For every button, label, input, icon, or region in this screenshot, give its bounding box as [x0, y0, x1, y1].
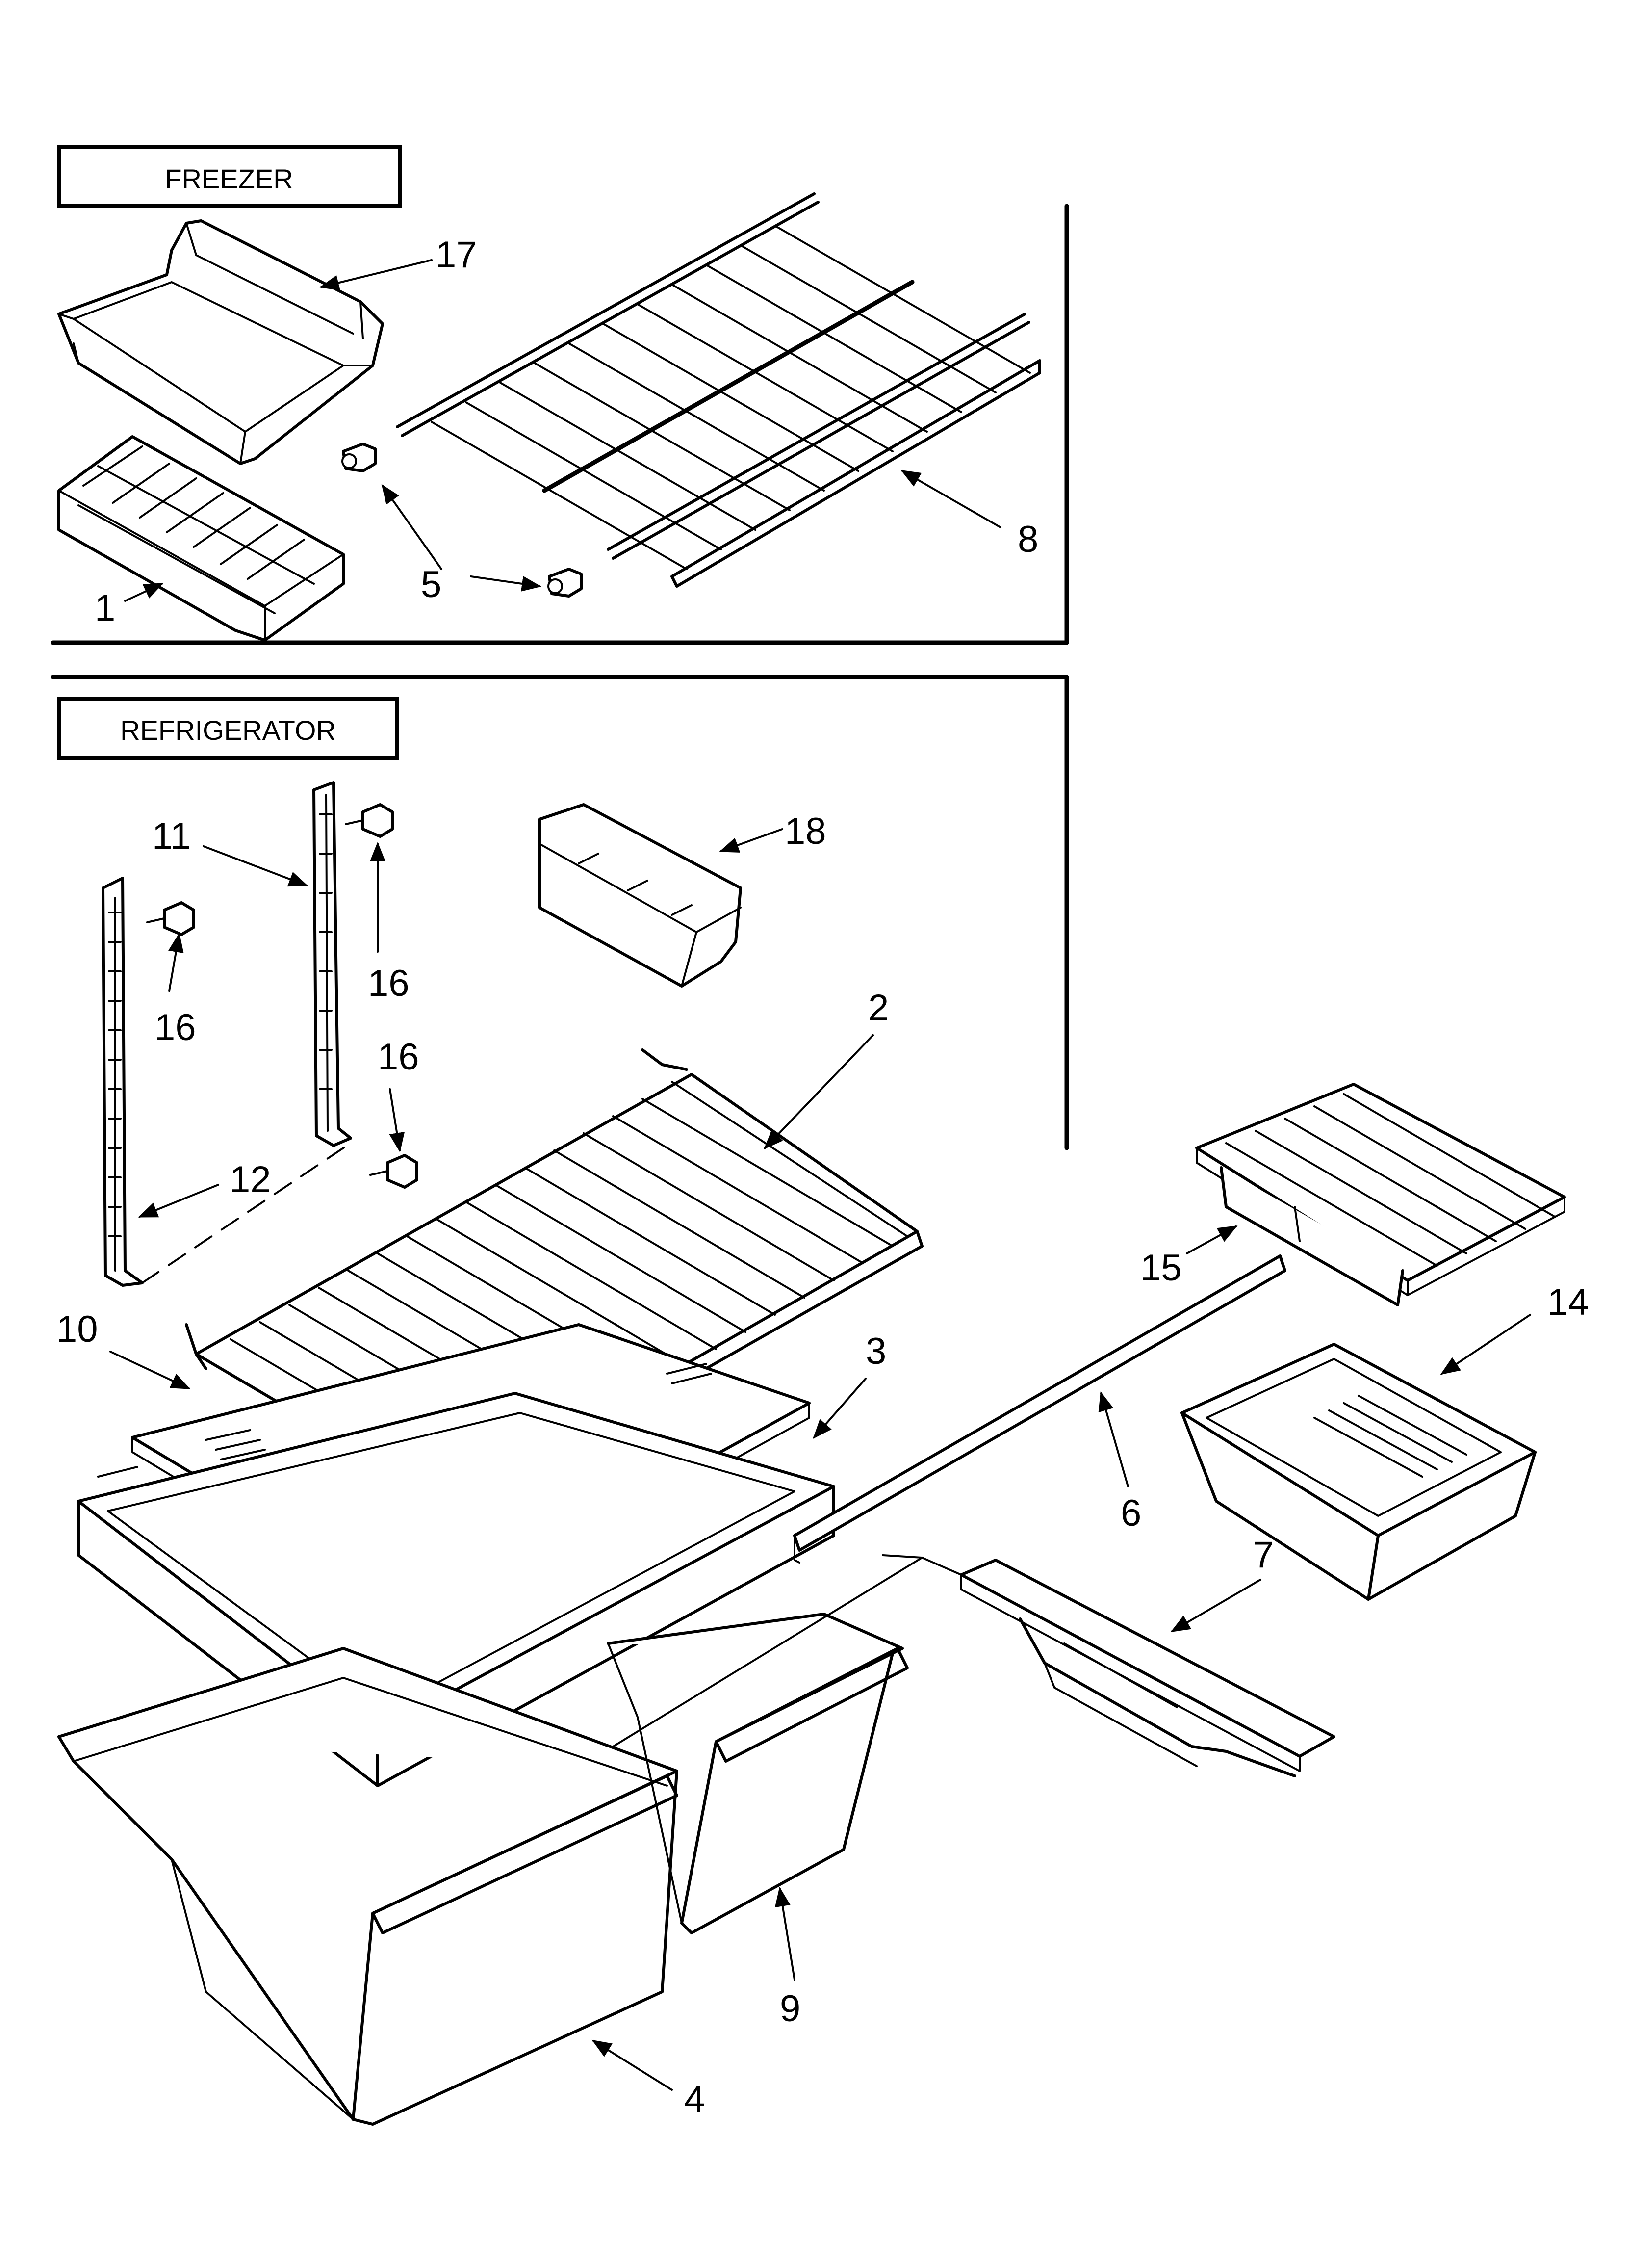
- shelf-support-part-5a: [341, 443, 377, 472]
- leader-14: [1440, 1314, 1531, 1375]
- leader-5b: [470, 575, 541, 592]
- freezer-label-box: FREEZER: [57, 145, 402, 208]
- freezer-wire-shelf-part-8: [396, 192, 1041, 588]
- shelf-ladder-part-11: [312, 781, 352, 1147]
- refrigerator-section: REFRIGERATOR: [51, 675, 1566, 2126]
- crisper-drawer-part-9: [607, 1613, 909, 1934]
- leader-11: [203, 845, 308, 887]
- leader-9: [774, 1887, 795, 1981]
- leader-lines: [109, 259, 1531, 2091]
- freezer-frame: [51, 204, 1069, 645]
- leader-16a: [168, 933, 184, 992]
- leader-16c: [389, 1088, 405, 1152]
- refrigerator-label: REFRIGERATOR: [120, 715, 336, 746]
- callout-7: 7: [1253, 1534, 1274, 1576]
- screw-part-16a: [146, 901, 195, 936]
- callout-2: 2: [868, 987, 889, 1029]
- callout-15: 15: [1140, 1247, 1182, 1289]
- leader-15: [1186, 1225, 1238, 1254]
- callout-17: 17: [436, 234, 477, 276]
- callout-1: 1: [95, 587, 115, 629]
- leader-12: [138, 1184, 219, 1218]
- crisper-drawer-part-4: [57, 1647, 678, 2126]
- callout-6: 6: [1121, 1492, 1141, 1534]
- leader-5a: [381, 484, 442, 570]
- cover-support-part-6: [793, 1254, 1286, 1564]
- freezer-label: FREEZER: [165, 163, 293, 194]
- callout-8: 8: [1018, 519, 1038, 560]
- meat-pan-part-14: [1180, 1343, 1537, 1601]
- ice-tray-part-1: [57, 435, 345, 642]
- leader-18: [719, 828, 783, 853]
- freezer-section: FREEZER: [51, 145, 1069, 645]
- leader-17: [319, 259, 433, 290]
- shelf-support-part-5b: [547, 568, 583, 598]
- leader-3: [813, 1378, 867, 1439]
- callout-11: 11: [152, 815, 191, 857]
- refrigerator-label-box: REFRIGERATOR: [57, 697, 399, 760]
- drawer-rail-part-7: [612, 1554, 1335, 1777]
- callout-9: 9: [780, 1988, 800, 2030]
- callout-14: 14: [1547, 1281, 1589, 1323]
- leader-1: [124, 583, 164, 602]
- callout-5: 5: [421, 564, 441, 605]
- shelf-ladder-part-12: [102, 877, 144, 1287]
- callout-3: 3: [866, 1330, 886, 1372]
- leader-4: [591, 2039, 673, 2091]
- door-bin-part-18: [538, 803, 742, 988]
- callout-10: 10: [56, 1308, 98, 1350]
- shelf-frame-part-3: [77, 1392, 835, 1787]
- callout-16-left: 16: [154, 1007, 196, 1048]
- leader-8: [900, 470, 1001, 528]
- leader-10: [109, 1351, 191, 1389]
- leader-6: [1098, 1391, 1129, 1487]
- callout-12: 12: [230, 1159, 271, 1200]
- callout-16-mid: 16: [368, 963, 410, 1004]
- screw-part-16c: [369, 1154, 418, 1189]
- callout-labels: 17 8 5 1 11 18 16 16 16 2 12 10 3 15 14 …: [56, 234, 1589, 2120]
- callout-16-lower: 16: [378, 1036, 419, 1078]
- refrigerator-frame: [51, 675, 1069, 1150]
- callout-4: 4: [684, 2079, 705, 2120]
- leader-2: [764, 1034, 874, 1149]
- screw-part-16b: [345, 803, 394, 838]
- callout-18: 18: [785, 810, 826, 852]
- crisper-cover-part-15: [1195, 1083, 1566, 1306]
- leader-7: [1170, 1579, 1261, 1633]
- ice-bucket-part-17: [57, 219, 384, 465]
